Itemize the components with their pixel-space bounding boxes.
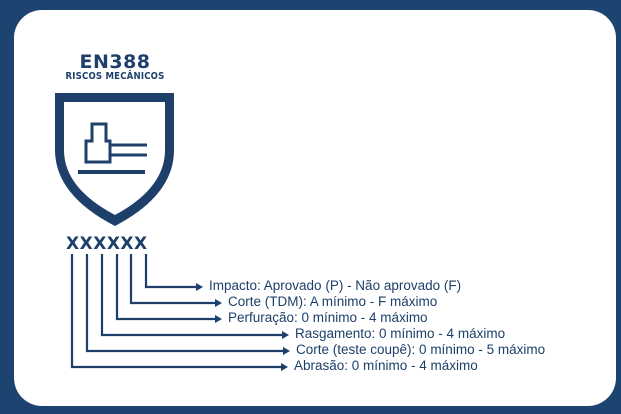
arrowhead — [215, 299, 222, 307]
arrowhead — [215, 315, 222, 323]
rating-code: XXXXXX — [66, 234, 148, 254]
connector-line — [115, 254, 216, 321]
standard-subtitle: RISCOS MECÂNICOS — [65, 71, 165, 82]
connector-line — [129, 254, 216, 305]
legend-item: Rasgamento: 0 mínimo - 4 máximo — [295, 326, 506, 341]
arrowhead — [283, 347, 290, 355]
legend-item: Impacto: Aprovado (P) - Não aprovado (F) — [209, 278, 462, 293]
arrowhead — [281, 363, 288, 371]
legend-item: Abrasão: 0 mínimo - 4 máximo — [294, 358, 478, 373]
connector-line — [100, 254, 283, 337]
legend-item: Corte (teste coupê): 0 mínimo - 5 máximo — [296, 342, 546, 357]
connector-line — [85, 254, 284, 353]
standard-title: EN388 — [79, 51, 151, 73]
legend-item: Corte (TDM): A mínimo - F máximo — [228, 294, 438, 309]
legend-item: Perfuração: 0 mínimo - 4 máximo — [228, 310, 428, 325]
arrowhead — [196, 283, 203, 291]
connector-line — [144, 254, 197, 289]
arrowhead — [282, 331, 289, 339]
connector-line — [70, 254, 282, 369]
